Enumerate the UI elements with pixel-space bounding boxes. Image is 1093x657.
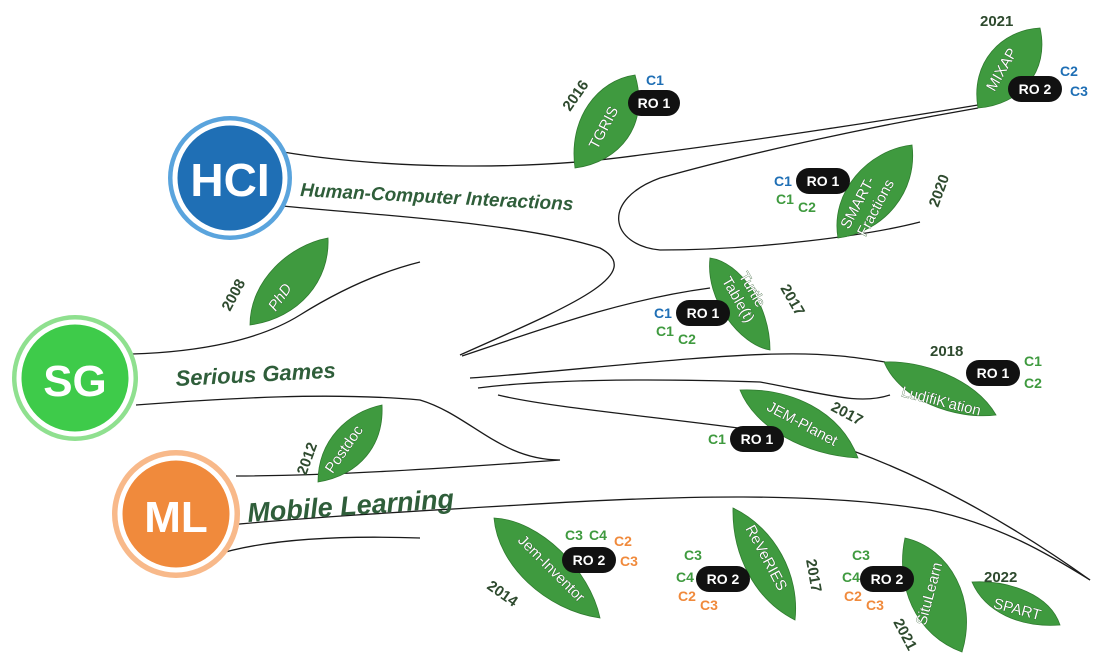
- smart-fork: [618, 107, 979, 251]
- mixap-tag-1: C2: [1060, 63, 1078, 79]
- smart-year: 2020: [926, 172, 953, 209]
- project-jem-inventor: Jem-Inventor 2014 RO 2 C3 C4 C2 C3: [484, 517, 638, 619]
- tgris-ro-badge: [628, 90, 680, 116]
- project-reveries: ReVeRIES 2017 RO 2 C3 C4 C2 C3: [676, 507, 825, 621]
- jemplanet-fork: [477, 379, 891, 400]
- situlearn-tag-3: C2: [844, 588, 862, 604]
- jemplanet-tag: C1: [708, 431, 726, 447]
- tgris-tag: C1: [646, 72, 664, 88]
- reveries-year: 2017: [802, 558, 825, 594]
- hub-hci-label: HCI: [190, 154, 269, 206]
- reveries-tag-4: C3: [700, 597, 718, 613]
- tgris-ro: RO 1: [638, 95, 671, 111]
- spart-year: 2022: [984, 569, 1017, 586]
- sg-branch-upper: [131, 261, 421, 355]
- hci-branch-upper: [282, 104, 979, 167]
- turtle-tag-3: C2: [678, 331, 696, 347]
- ludifikation-ro: RO 1: [977, 365, 1010, 381]
- milestone-postdoc: Postdoc 2012: [294, 404, 383, 483]
- jeminventor-tag-4: C3: [620, 553, 638, 569]
- mixap-tag-2: C3: [1070, 83, 1088, 99]
- smart-ro-badge: [796, 168, 850, 194]
- mixap-ro: RO 2: [1019, 81, 1052, 97]
- hub-sg: SG: [12, 315, 138, 441]
- phd-year: 2008: [219, 276, 250, 313]
- ludifikation-tag-1: C1: [1024, 353, 1042, 369]
- jeminventor-year: 2014: [484, 577, 522, 610]
- smart-ro: RO 1: [807, 173, 840, 189]
- situlearn-ro: RO 2: [871, 571, 904, 587]
- milestone-phd: PhD 2008: [219, 237, 329, 326]
- smart-tag-2: C1: [776, 191, 794, 207]
- situlearn-tag-4: C3: [866, 597, 884, 613]
- situlearn-tag-2: C4: [842, 569, 860, 585]
- ludifikation-ro-badge: [966, 360, 1020, 386]
- reveries-tag-3: C2: [678, 588, 696, 604]
- jemplanet-ro: RO 1: [741, 431, 774, 447]
- hci-caption: Human-Computer Interactions: [300, 180, 574, 215]
- project-turtle-table: Turtle Table(t) 2017 RO 1 C1 C1 C2: [654, 257, 808, 351]
- reveries-tag-2: C4: [676, 569, 694, 585]
- project-tgris: TGRIS 2016 RO 1 C1: [559, 72, 680, 169]
- hub-ml: ML: [112, 450, 240, 578]
- postdoc-year: 2012: [294, 440, 321, 477]
- ml-caption: Mobile Learning: [246, 484, 455, 528]
- turtle-year: 2017: [777, 282, 808, 319]
- hub-ml-label: ML: [144, 493, 208, 542]
- project-spart: SPART 2022: [971, 569, 1061, 626]
- project-ludifikation: LudifiK'ation 2018 RO 1 C1 C2: [883, 343, 1042, 420]
- situlearn-ro-badge: [860, 566, 914, 592]
- turtle-tag-2: C1: [656, 323, 674, 339]
- smart-tag-3: C2: [798, 199, 816, 215]
- project-smart-fractions: SMART- Fractions 2020 RO 1 C1 C1 C2: [774, 144, 953, 239]
- sg-branch-lower: [135, 395, 561, 477]
- turtle-ro-badge: [676, 300, 730, 326]
- turtle-ro: RO 1: [687, 305, 720, 321]
- turtle-fork: [461, 287, 711, 357]
- jemplanet-ro-badge: [730, 426, 784, 452]
- situlearn-tag-1: C3: [852, 547, 870, 563]
- jeminventor-ro: RO 2: [573, 552, 606, 568]
- sg-caption: Serious Games: [175, 358, 336, 391]
- ludifikation-year: 2018: [930, 343, 963, 360]
- hub-sg-label: SG: [43, 357, 107, 406]
- project-jem-planet: JEM-Planet 2017 RO 1 C1: [708, 389, 866, 459]
- smart-tag-1: C1: [774, 173, 792, 189]
- hub-hci: HCI: [168, 116, 292, 240]
- turtle-tag-1: C1: [654, 305, 672, 321]
- project-mixap: MIXAP 2021 RO 2 C2 C3: [976, 13, 1088, 109]
- reveries-ro: RO 2: [707, 571, 740, 587]
- jeminventor-tag-1: C3: [565, 527, 583, 543]
- jeminventor-tag-2: C4: [589, 527, 607, 543]
- reveries-ro-badge: [696, 566, 750, 592]
- jeminventor-tag-3: C2: [614, 533, 632, 549]
- reveries-tag-1: C3: [684, 547, 702, 563]
- project-situlearn: SituLearn 2021 RO 2 C3 C4 C2 C3: [842, 537, 967, 653]
- mixap-ro-badge: [1008, 76, 1062, 102]
- ml-branch-upper: [229, 496, 1091, 581]
- ludifikation-tag-2: C2: [1024, 375, 1042, 391]
- ml-branch-lower: [211, 536, 421, 557]
- mixap-year: 2021: [980, 13, 1013, 30]
- jeminventor-ro-badge: [562, 547, 616, 573]
- hci-branch-lower: [282, 205, 615, 356]
- ludifikation-fork: [469, 353, 886, 379]
